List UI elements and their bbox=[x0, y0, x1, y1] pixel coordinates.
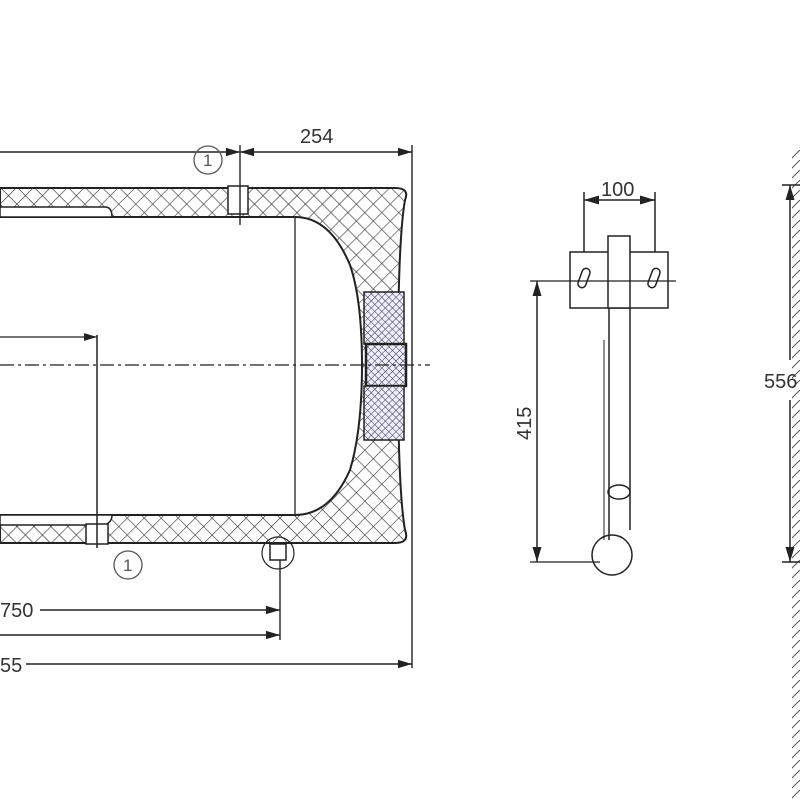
top-fitting bbox=[227, 185, 249, 215]
dim-415: 415 bbox=[514, 407, 536, 440]
dim-750: 750 bbox=[0, 600, 33, 622]
callout-1-top: 1 bbox=[203, 151, 212, 170]
insulation-insert-top bbox=[363, 291, 405, 345]
drain-fitting bbox=[261, 536, 295, 570]
dimension-lines bbox=[0, 145, 413, 669]
wheel bbox=[591, 534, 633, 576]
tank-section bbox=[0, 185, 430, 570]
dim-254: 254 bbox=[300, 126, 333, 148]
dim-55: 55 bbox=[0, 655, 22, 677]
bracket-post bbox=[607, 235, 631, 309]
tank-shell bbox=[0, 187, 408, 544]
side-wall-view bbox=[782, 150, 800, 800]
dim-100: 100 bbox=[601, 179, 634, 201]
callout-circle-top bbox=[193, 145, 223, 175]
bracket-view bbox=[530, 192, 676, 576]
callout-circle-bottom bbox=[113, 550, 143, 580]
pocket-top bbox=[0, 206, 113, 218]
callout-1-bottom: 1 bbox=[123, 556, 132, 575]
dim-556: 556 bbox=[764, 371, 797, 393]
insulation-insert-bottom bbox=[363, 385, 405, 441]
